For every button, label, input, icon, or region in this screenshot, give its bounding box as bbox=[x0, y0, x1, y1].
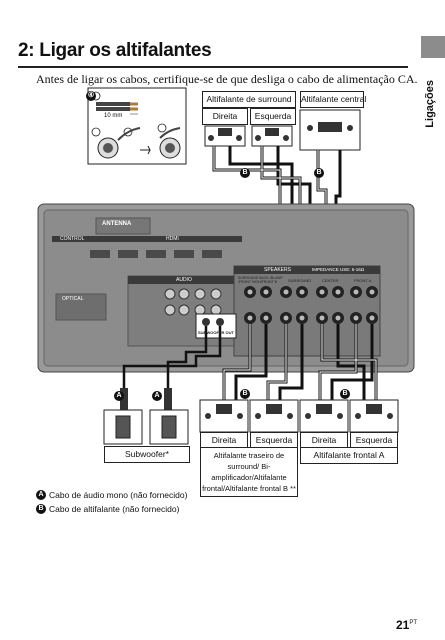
page-title: 2: Ligar os altifalantes bbox=[18, 40, 212, 61]
front-a-speaker-right bbox=[299, 399, 349, 433]
intro-text: Antes de ligar os cabos, certifique-se d… bbox=[36, 72, 418, 86]
page-lang: PT bbox=[409, 620, 418, 626]
surround-speaker-right bbox=[204, 125, 246, 147]
speakers-label: SPEAKERS bbox=[264, 267, 291, 273]
audio-label: AUDIO bbox=[176, 277, 192, 283]
legend-b: B Cabo de altifalante (não fornecido) bbox=[36, 504, 179, 514]
subwoofer-cables bbox=[122, 326, 222, 388]
surround-speaker-left bbox=[251, 125, 293, 147]
av-receiver-rear-panel bbox=[37, 203, 415, 373]
legend-b-badge: B bbox=[36, 504, 46, 514]
strip-length-label: 10 mm bbox=[104, 113, 123, 119]
title-rule bbox=[18, 66, 408, 68]
antenna-label: ANTENNA bbox=[102, 221, 132, 227]
legend-b-text: Cabo de altifalante (não fornecido) bbox=[49, 504, 180, 514]
page-number-value: 21 bbox=[396, 618, 410, 632]
subwoofer-2 bbox=[149, 409, 189, 445]
surround-left-label: Esquerda bbox=[250, 108, 296, 125]
subwoofer-label: Subwoofer* bbox=[104, 446, 190, 463]
legend-a-text: Cabo de áudio mono (não fornecido) bbox=[49, 490, 188, 500]
center-speaker-title: Altifalante central bbox=[300, 91, 366, 108]
legend-a: A Cabo de áudio mono (não fornecido) bbox=[36, 490, 187, 500]
surround-back-caption: Altifalante traseiro de surround/ Bi-amp… bbox=[200, 447, 298, 497]
page-number: 21PT bbox=[396, 618, 417, 632]
front-a-caption: Altifalante frontal A bbox=[300, 447, 398, 464]
center-terminal-label: CENTER bbox=[322, 278, 339, 283]
cable-badge-a-2: A bbox=[152, 391, 162, 401]
surround-back-left-label: Esquerda bbox=[250, 432, 298, 449]
front-a-speaker-left bbox=[349, 399, 399, 433]
hdmi-label: HDMI bbox=[166, 236, 179, 242]
subwoofer-1 bbox=[103, 409, 143, 445]
center-speaker bbox=[299, 109, 361, 151]
cable-badge-b-3: B bbox=[240, 389, 250, 399]
cable-badge-a-1: A bbox=[114, 391, 124, 401]
surround-back-terminal-label: SURROUND BACK /BI-AMP /FRONT HIGH/FRONT … bbox=[238, 276, 283, 284]
cable-badge-b-4: B bbox=[340, 389, 350, 399]
inset-step-4: ④ bbox=[86, 91, 96, 101]
cable-prep-inset bbox=[87, 87, 187, 165]
optical-label: OPTICAL bbox=[62, 296, 84, 302]
control-label: CONTROL bbox=[60, 236, 85, 242]
cable-badge-b-2: B bbox=[314, 168, 324, 178]
surround-back-speaker-left bbox=[249, 399, 299, 433]
surround-right-label: Direita bbox=[202, 108, 248, 125]
section-tab-marker bbox=[421, 36, 445, 58]
surround-terminal-label: SURROUND bbox=[288, 278, 312, 283]
front-a-terminal-label: FRONT A bbox=[354, 278, 372, 283]
legend-a-badge: A bbox=[36, 490, 46, 500]
surround-speaker-title: Altifalante de surround bbox=[202, 91, 296, 108]
subwoofer-out-label: SUBWOOFER OUT bbox=[198, 330, 234, 335]
rca-plugs bbox=[120, 388, 172, 410]
cable-badge-b-1: B bbox=[240, 168, 250, 178]
surround-back-speaker-right bbox=[199, 399, 249, 433]
impedance-label: IMPEDANCE USE: 6-16Ω bbox=[312, 267, 365, 272]
